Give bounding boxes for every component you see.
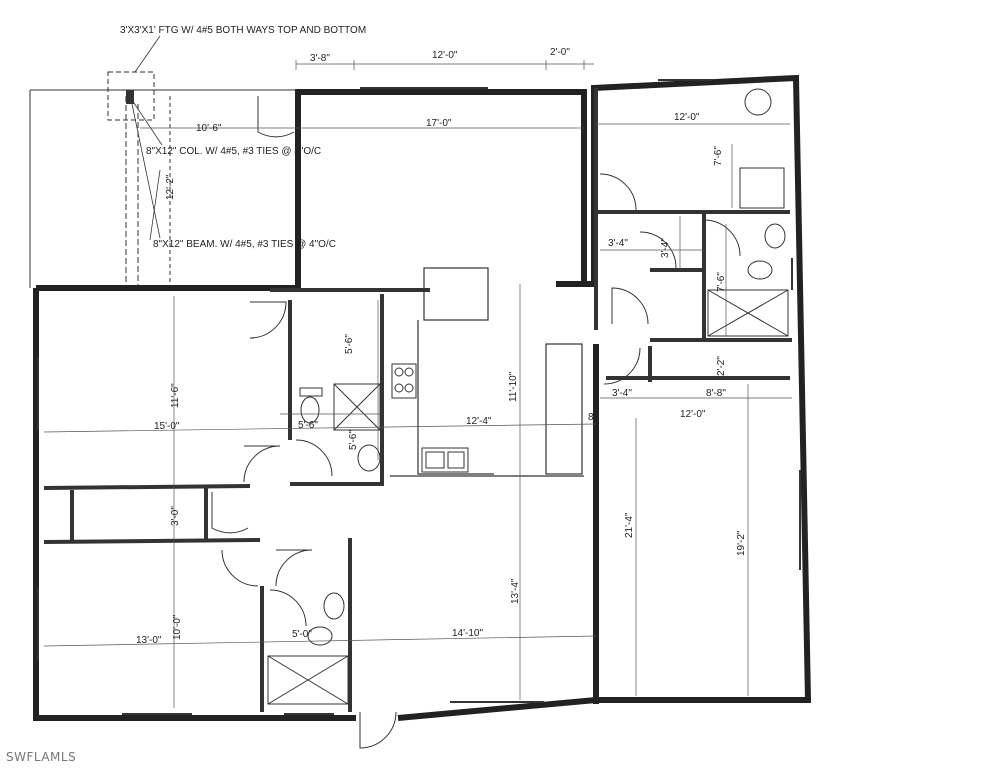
range-cooktop — [391, 363, 417, 399]
dim-7-6-bath: 7'-6" — [716, 272, 727, 292]
dim-8-wall: 8" — [588, 412, 598, 423]
dim-5-6-b: 5'-6" — [348, 430, 359, 450]
dim-5-6-h: 5'-6" — [298, 420, 318, 431]
door-swings — [211, 96, 741, 749]
interior-walls — [43, 88, 792, 712]
dim-10-6: 10'-6" — [196, 123, 222, 134]
dim-11-6: 11'-6" — [170, 383, 181, 408]
dim-3-0: 3'-0" — [170, 506, 181, 526]
dimension-lines — [43, 60, 792, 708]
dim-21-4: 21'-4" — [624, 512, 635, 538]
dim-12-0-master: 12'-0" — [674, 112, 700, 123]
dim-8-8: 8'-8" — [706, 388, 726, 399]
dim-15-0: 15'-0" — [154, 421, 180, 432]
dim-12-0-top: 12'-0" — [432, 50, 458, 61]
column-mark — [126, 90, 134, 104]
dim-2-0: 2'-0" — [550, 47, 570, 58]
watermark: SWFLAMLS — [6, 750, 77, 764]
beam-note: 8"X12" BEAM. W/ 4#5, #3 TIES @ 4"O/C — [153, 239, 336, 250]
dim-12-2: 12'-2" — [165, 174, 176, 200]
kitchen-counter — [390, 267, 584, 477]
dim-3-4-garage: 3'-4" — [612, 388, 632, 399]
dim-3-4-b: 3'-4" — [660, 238, 671, 258]
dim-10-0: 10'-0" — [172, 614, 183, 640]
dim-3-4-a: 3'-4" — [608, 238, 628, 249]
kitchen-sink — [421, 447, 469, 473]
dim-17-0: 17'-0" — [426, 118, 452, 129]
porch-area — [29, 89, 296, 288]
dim-19-2: 19'-2" — [736, 530, 747, 556]
footing-outline — [107, 71, 155, 121]
dim-13-0: 13'-0" — [136, 635, 162, 646]
dim-5-0: 5'-0" — [292, 629, 312, 640]
footing-note: 3'X3'X1' FTG W/ 4#5 BOTH WAYS TOP AND BO… — [120, 25, 366, 36]
bath2-fixtures — [267, 592, 349, 705]
dim-14-10: 14'-10" — [452, 628, 483, 639]
dim-5-6-v: 5'-6" — [344, 334, 355, 354]
dim-12-0-garage: 12'-0" — [680, 409, 706, 420]
dim-12-4: 12'-4" — [466, 416, 492, 427]
master-bath-fixtures — [707, 88, 789, 337]
dim-13-4: 13'-4" — [510, 578, 521, 604]
dim-2-2: 2'-2" — [716, 356, 727, 376]
dim-7-6-master: 7'-6" — [713, 146, 724, 166]
dim-11-10: 11'-10" — [508, 371, 519, 402]
column-note: 8"X12" COL. W/ 4#5, #3 TIES @ 8"O/C — [146, 146, 321, 157]
exterior-walls — [33, 74, 812, 721]
bath1-fixtures — [299, 383, 381, 472]
windows — [37, 79, 801, 715]
dim-3-8: 3'-8" — [310, 53, 330, 64]
